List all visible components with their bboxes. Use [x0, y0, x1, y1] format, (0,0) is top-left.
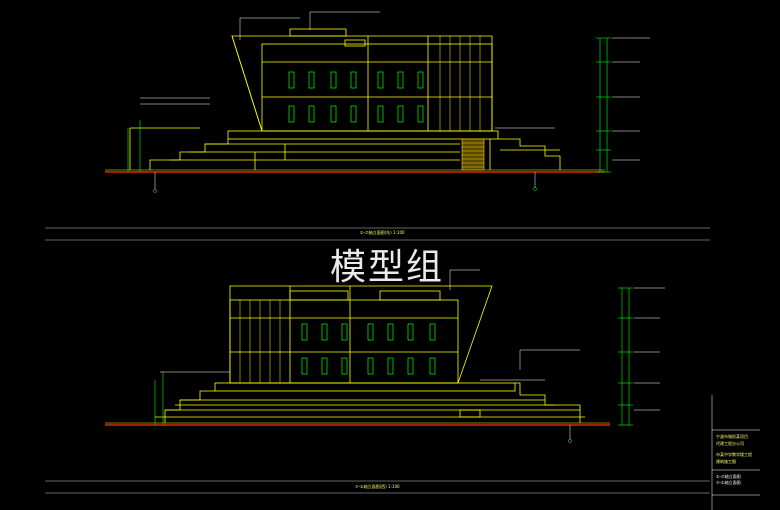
watermark: 模型组	[330, 247, 445, 288]
windows-bottom	[301, 323, 436, 375]
dimension-ladder-top	[127, 37, 611, 173]
elevation-top	[105, 28, 605, 173]
building-upper-top	[231, 35, 493, 132]
stair-hatch-top	[461, 138, 485, 171]
elevation-markers-top	[140, 11, 650, 193]
title-block-line-4: 建筑施工图	[716, 459, 736, 464]
title-block-line-2: 代建工程分公司	[716, 441, 744, 446]
title-block-line-3: 市某中学教学楼工程	[716, 452, 752, 457]
elevation-title-top: ①-⑦轴立面图(东) 1:100	[360, 230, 405, 236]
elevation-markers-bottom	[160, 269, 665, 443]
elevation-title-bottom: ⑦-①轴立面图(西) 1:100	[355, 484, 400, 490]
title-block-line-6: ⑦-①轴立面图	[716, 480, 741, 485]
windows-top	[288, 71, 424, 123]
elevation-title-bottom-text: ⑦-①轴立面图(西)	[355, 484, 387, 489]
building-upper-bottom	[229, 285, 493, 384]
title-block-line-1: 宁波市城投某项目	[716, 434, 748, 439]
dimension-ladder-bottom	[154, 287, 633, 426]
title-block-border	[711, 395, 760, 510]
elevation-scale-top: 1:100	[393, 230, 405, 235]
elevation-bottom	[105, 285, 610, 426]
elevation-scale-bottom: 1:100	[388, 484, 400, 489]
title-block-line-5: ①-⑦轴立面图	[716, 474, 741, 479]
elevation-title-top-text: ①-⑦轴立面图(东)	[360, 230, 392, 235]
